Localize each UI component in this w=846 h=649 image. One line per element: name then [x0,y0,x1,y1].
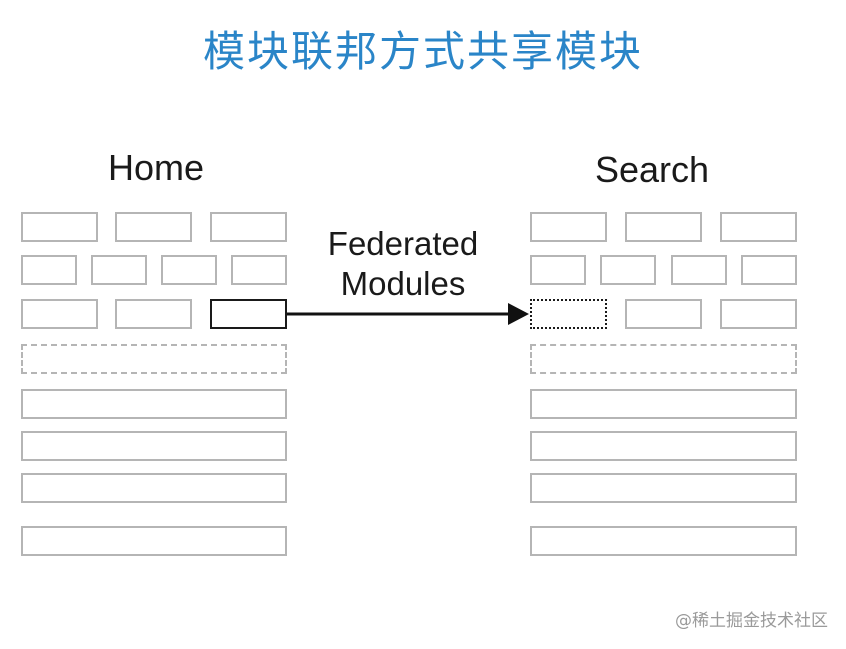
federated-label-line2: Modules [340,265,466,302]
home-module-block [115,212,192,242]
search-module-block [671,255,727,285]
home-module-block [21,255,77,285]
search-module-block [625,212,702,242]
search-placeholder-block [530,344,797,374]
search-module-block [720,212,797,242]
home-placeholder-block [21,344,287,374]
federated-modules-label: Federated Modules [298,224,508,304]
watermark: @稀土掘金技术社区 [675,611,828,631]
home-module-block [231,255,287,285]
diagram-title: 模块联邦方式共享模块 [202,27,643,76]
search-label: Search [595,149,710,190]
search-module-block [530,212,607,242]
federated-label-line1: Federated [327,225,479,262]
search-module-block [600,255,656,285]
home-module-block [21,299,98,329]
search-module-block [530,526,797,556]
arrowhead-icon [508,303,529,325]
home-module-block [21,389,287,419]
home-module-block [21,431,287,461]
search-module-block [530,389,797,419]
home-label: Home [108,147,205,188]
search-module-block [530,431,797,461]
home-module-block [210,212,287,242]
search-federated-slot [530,299,607,329]
search-module-block [741,255,797,285]
home-module-block [161,255,217,285]
search-module-block [625,299,702,329]
home-module-block [21,212,98,242]
home-shared-module [210,299,287,329]
search-module-block [720,299,797,329]
search-module-block [530,473,797,503]
home-module-block [115,299,192,329]
home-module-block [21,526,287,556]
home-module-block [21,473,287,503]
home-module-block [91,255,147,285]
search-module-block [530,255,586,285]
